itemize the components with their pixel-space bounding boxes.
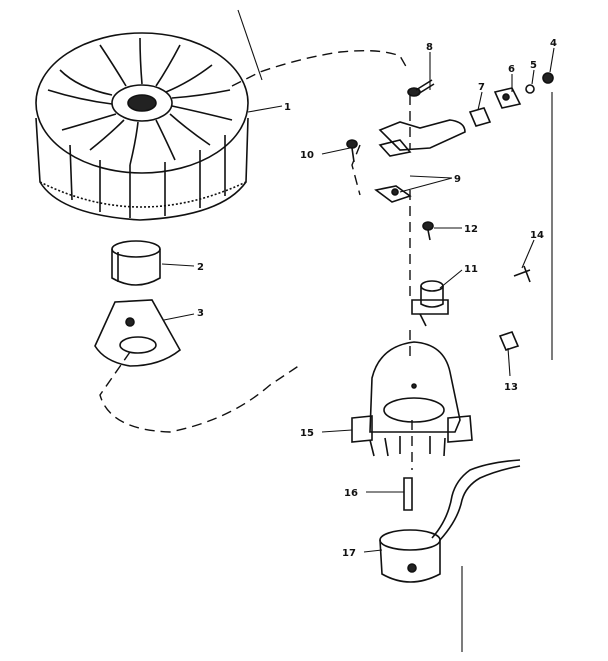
frame-line-top-left xyxy=(237,9,263,81)
contact-clip xyxy=(493,87,522,109)
screw-left xyxy=(346,139,358,163)
callout-4: 4 xyxy=(550,38,557,49)
breaker-bracket xyxy=(374,119,466,203)
callout-16: 16 xyxy=(344,488,358,499)
callout-17: 17 xyxy=(342,548,356,559)
screw-top xyxy=(407,79,435,97)
ignition-coil xyxy=(379,459,521,583)
callout-8: 8 xyxy=(426,42,433,53)
callout-10: 10 xyxy=(300,150,314,161)
sleeve xyxy=(111,240,161,286)
callout-6: 6 xyxy=(508,64,515,75)
callout-12: 12 xyxy=(464,224,478,235)
assembly-path-top xyxy=(231,49,409,87)
washer xyxy=(525,84,535,94)
wire-lead xyxy=(513,265,531,283)
callout-9: 9 xyxy=(454,174,461,185)
assembly-path-left xyxy=(99,351,301,433)
callout-2: 2 xyxy=(197,262,204,273)
condenser xyxy=(411,280,449,327)
screw-mid xyxy=(422,221,434,241)
callout-1: 1 xyxy=(284,102,291,113)
pin xyxy=(403,477,413,511)
callout-11: 11 xyxy=(464,264,478,275)
assembly-path-vertical xyxy=(409,95,413,470)
felt-pad xyxy=(498,331,520,351)
callout-13: 13 xyxy=(504,382,518,393)
flywheel xyxy=(35,32,249,221)
nut xyxy=(542,72,554,84)
callout-15: 15 xyxy=(300,428,314,439)
callout-7: 7 xyxy=(478,82,485,93)
leader-lines xyxy=(161,47,555,553)
callout-14: 14 xyxy=(530,230,544,241)
stator-housing xyxy=(351,341,473,457)
callout-5: 5 xyxy=(530,60,537,71)
mounting-plate xyxy=(94,299,182,367)
assembly-path-bracket xyxy=(351,144,361,196)
callout-3: 3 xyxy=(197,308,204,319)
spacer xyxy=(468,107,492,127)
